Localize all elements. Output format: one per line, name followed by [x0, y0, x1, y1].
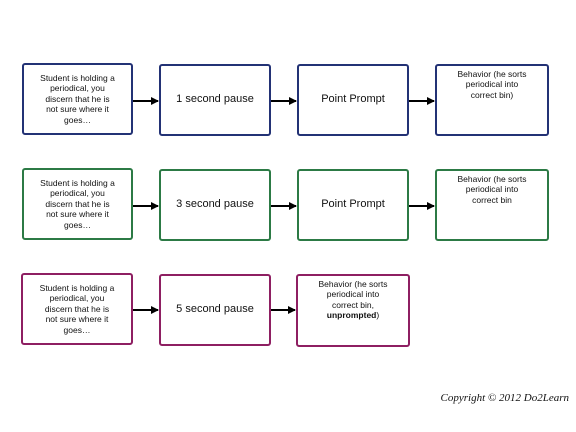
row-3-behavior-text: Behavior (he sorts periodical into corre… [319, 279, 388, 320]
row-1-antecedent-box: Student is holding a periodical, you dis… [22, 63, 133, 135]
copyright-notice: Copyright © 2012 Do2Learn [440, 392, 569, 404]
row-2-pause-box: 3 second pause [159, 169, 271, 241]
row-3-antecedent-text: Student is holding a periodical, you dis… [39, 283, 115, 335]
row-3-pause-text: 5 second pause [176, 303, 254, 316]
row-2-pause-text: 3 second pause [176, 198, 254, 211]
row-3-behavior-end: ) [376, 310, 380, 321]
row-1-prompt-box: Point Prompt [297, 64, 409, 136]
row-3-pause-box: 5 second pause [159, 274, 271, 346]
row-2-behavior-box: Behavior (he sorts periodical into corre… [435, 169, 549, 241]
row-2-prompt-text: Point Prompt [321, 198, 385, 211]
row-3-behavior-box: Behavior (he sorts periodical into corre… [296, 274, 410, 347]
row-2-behavior-text: Behavior (he sorts periodical into corre… [457, 174, 527, 205]
row-1-pause-box: 1 second pause [159, 64, 271, 136]
row-2-prompt-box: Point Prompt [297, 169, 409, 241]
row-1-behavior-box: Behavior (he sorts periodical into corre… [435, 64, 549, 136]
row-3-antecedent-box: Student is holding a periodical, you dis… [21, 273, 133, 345]
row-1-pause-text: 1 second pause [176, 93, 254, 106]
row-1-behavior-text: Behavior (he sorts periodical into corre… [457, 69, 527, 100]
row-2-antecedent-box: Student is holding a periodical, you dis… [22, 168, 133, 240]
row-3-behavior-bold: unprompted [326, 310, 377, 321]
row-1-prompt-text: Point Prompt [321, 93, 385, 106]
row-1-antecedent-text: Student is holding a periodical, you dis… [40, 73, 115, 125]
row-2-antecedent-text: Student is holding a periodical, you dis… [40, 178, 115, 230]
row-3-behavior-main: Behavior (he sorts periodical into corre… [318, 279, 388, 310]
